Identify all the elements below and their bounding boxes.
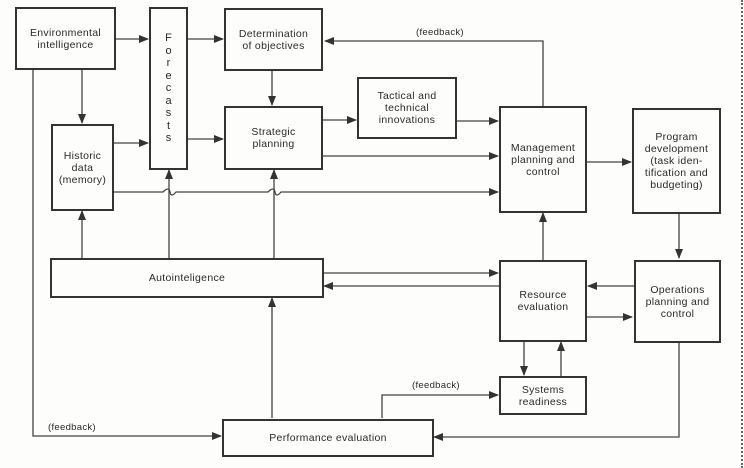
- node-determination-of-objectives: Determination of objectives: [224, 8, 323, 71]
- node-systems-readiness: Systems readiness: [499, 376, 587, 415]
- arrow-historic-management: [114, 188, 499, 196]
- node-historic-data: Historic data (memory): [51, 124, 114, 211]
- arrow-env-performance-feedback: [32, 69, 222, 440]
- node-performance-evaluation: Performance evaluation: [222, 419, 434, 457]
- node-label: Performance evaluation: [269, 432, 387, 444]
- node-forecasts: Forecasts: [149, 7, 188, 170]
- page-edge: [741, 0, 744, 468]
- node-label: Resource evaluation: [517, 289, 569, 313]
- node-program-development: Program development (task iden- tificati…: [632, 108, 721, 214]
- node-label: Forecasts: [165, 32, 172, 145]
- feedback-label-middle: (feedback): [412, 380, 460, 391]
- node-label: Environmental intelligence: [29, 26, 102, 51]
- arrow-management-objectives-feedback: [324, 37, 544, 106]
- node-environmental-intelligence: Environmental intelligence: [15, 7, 116, 70]
- arrow-performance-readiness-feedback: [381, 391, 499, 418]
- node-label: Management planning and control: [510, 141, 576, 178]
- node-resource-evaluation: Resource evaluation: [499, 260, 587, 342]
- node-tactical-innovations: Tactical and technical innovations: [357, 77, 457, 139]
- node-label: Program development (task iden- tificati…: [644, 131, 709, 191]
- node-management-planning: Management planning and control: [499, 106, 587, 213]
- node-label: Historic data (memory): [58, 149, 107, 186]
- node-operations-planning: Operations planning and control: [634, 260, 721, 343]
- node-autointelligence: Autointeligence: [50, 258, 324, 298]
- feedback-label-top: (feedback): [416, 27, 464, 38]
- node-label: Autointeligence: [148, 272, 226, 284]
- node-strategic-planning: Strategic planning: [224, 106, 323, 170]
- node-label: Operations planning and control: [645, 283, 710, 320]
- node-label: Tactical and technical innovations: [377, 90, 437, 126]
- arrow-operations-performance: [433, 342, 680, 441]
- node-label: Determination of objectives: [238, 27, 309, 52]
- node-label: Strategic planning: [251, 126, 296, 150]
- node-label: Systems readiness: [518, 383, 568, 408]
- feedback-label-left: (feedback): [48, 422, 96, 433]
